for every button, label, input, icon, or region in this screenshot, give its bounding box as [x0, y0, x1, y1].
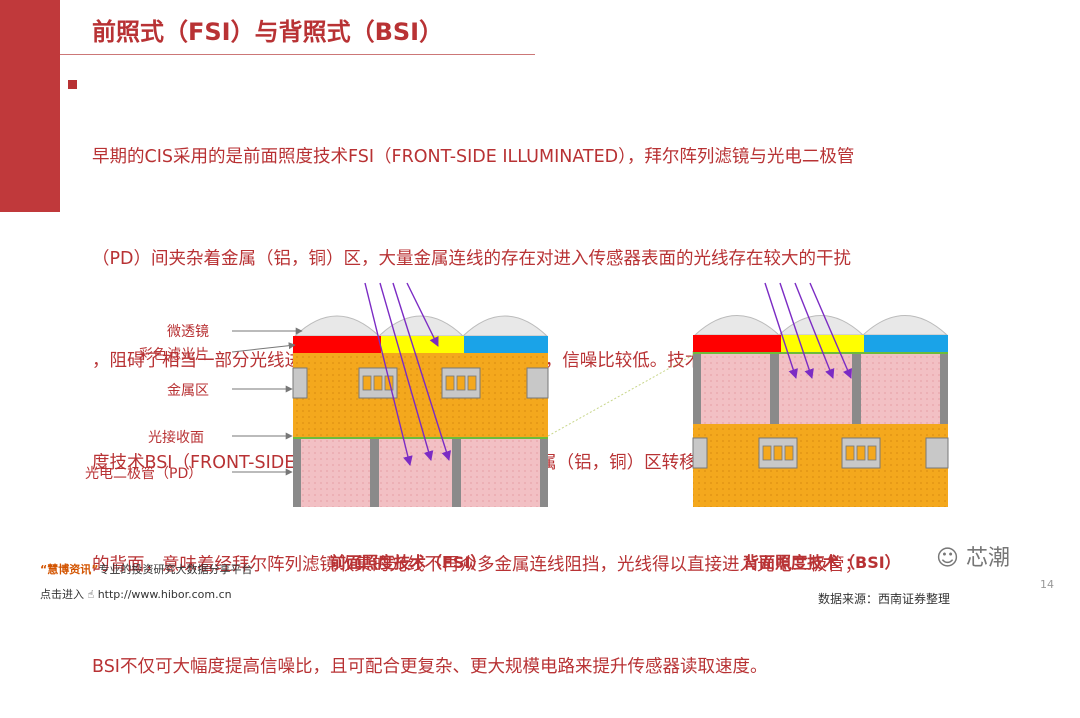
side-accent-bar [0, 54, 60, 212]
title-accent-bar [0, 0, 60, 54]
bsi-light-ray [764, 282, 798, 379]
label-metal-region: 金属区 [167, 383, 209, 399]
fsi-light-ray [379, 282, 434, 461]
bullet-square-icon [68, 80, 77, 89]
label-microlens: 微透镜 [167, 324, 209, 340]
fsi-microlens [293, 315, 381, 337]
body-line: （PD）间夹杂着金属（铝，铜）区，大量金属连线的存在对进入传感器表面的光线存在较… [92, 249, 852, 269]
slide-title: 前照式（FSI）与背照式（BSI） [92, 18, 444, 46]
body-line: 的背面，意味着经拜尔阵列滤镜收集的光线不再众多金属连线阻挡，光线得以直接进入光电… [92, 555, 862, 575]
sensor-diagram [231, 282, 949, 507]
bsi-light-ray [809, 282, 853, 379]
label-color-filter: 彩色滤光片 [139, 347, 209, 363]
title-underline [60, 54, 535, 55]
footer-link-line: 点击进入 ☝ http://www.hibor.com.cn [40, 586, 232, 602]
bsi-red-filter [693, 335, 781, 352]
bsi-light-ray [779, 282, 814, 379]
hand-pointer-icon: ☝ [87, 588, 95, 601]
footer-brand: “慧博资讯” [40, 563, 99, 576]
body-line: 早期的CIS采用的是前面照度技术FSI（FRONT-SIDE ILLUMINAT… [92, 147, 855, 167]
bsi-yellow-filter [781, 335, 864, 352]
bsi-structure [692, 282, 949, 507]
label-photodiode: 光电二极管（PD） [85, 466, 203, 482]
footer-tagline: 专业的投资研究大数据分享平台 [98, 563, 253, 576]
bsi-microlens [693, 315, 781, 336]
fsi-blue-filter [464, 336, 548, 353]
fsi-yellow-filter [381, 336, 464, 353]
fsi-light-ray [392, 282, 452, 461]
caption-bsi: 背面照度技术（BSI） [743, 553, 901, 572]
wechat-watermark: ☺ 芯潮 [936, 540, 1010, 572]
label-pointers [231, 327, 303, 476]
data-source: 数据来源：西南证券整理 [818, 592, 951, 606]
watermark-text: 芯潮 [965, 546, 1010, 571]
footer-brand-line: “慧博资讯”专业的投资研究大数据分享平台 [40, 561, 252, 577]
fsi-light-ray [364, 282, 413, 466]
wechat-icon: ☺ [936, 546, 959, 571]
interface-connector [547, 354, 694, 437]
bsi-microlens [861, 315, 949, 336]
label-light-receiving-surface: 光接收面 [148, 430, 204, 446]
fsi-microlens [461, 315, 549, 337]
body-line: BSI不仅可大幅度提高信噪比，且可配合更复杂、更大规模电路来提升传感器读取速度。 [92, 657, 768, 677]
footer-url-link[interactable]: http://www.hibor.com.cn [97, 588, 232, 601]
fsi-light-ray [406, 282, 439, 347]
bsi-light-ray [794, 282, 835, 379]
fsi-structure [292, 282, 549, 507]
page-number: 14 [1040, 578, 1054, 591]
caption-fsi: 前面照度技术（FSI） [330, 553, 487, 572]
bsi-blue-filter [864, 335, 948, 352]
fsi-red-filter [293, 336, 381, 353]
fsi-microlens [377, 315, 465, 337]
footer-link-prefix: 点击进入 [40, 588, 84, 601]
